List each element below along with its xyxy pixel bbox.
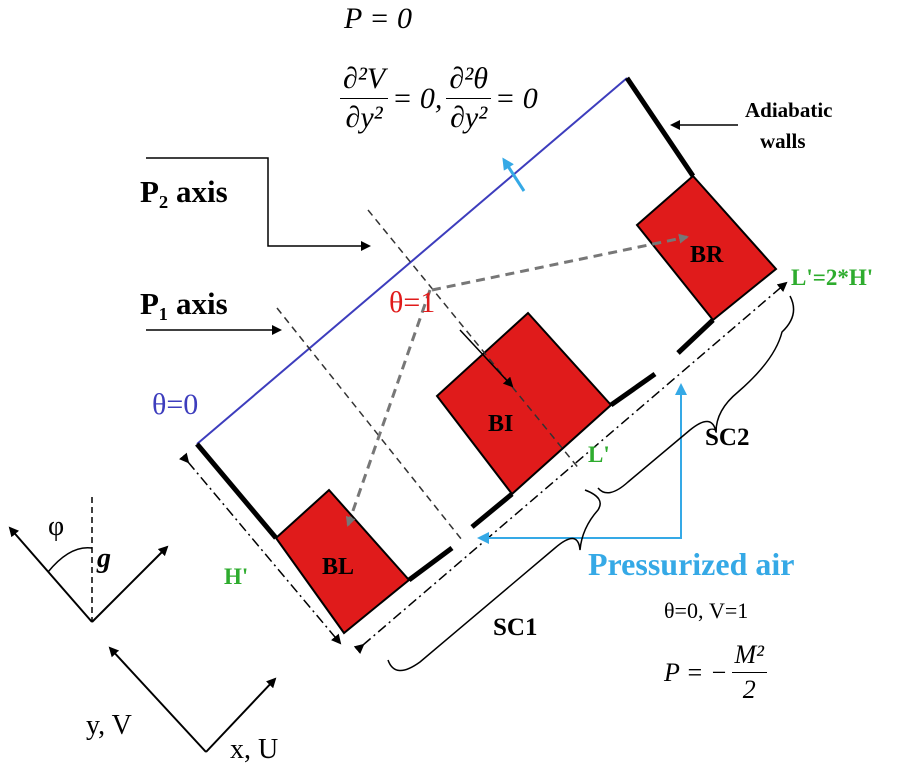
l-prime-label: L' — [588, 442, 610, 467]
theta-hot-label: θ=1 — [389, 286, 436, 319]
dy2-denominator: ∂y² — [345, 101, 383, 134]
frame-axis-left — [8, 526, 93, 623]
x-axis-label: x, U — [230, 734, 279, 765]
pointer-to-br — [431, 233, 689, 292]
gravity-label: g — [97, 543, 111, 574]
sc1-label: SC1 — [493, 614, 538, 641]
theta-cold-label: θ=0 — [152, 388, 199, 421]
p1-axis-label: P₁ axis — [140, 286, 228, 321]
p1-axis-line — [276, 307, 463, 541]
equals-zero: = 0 — [494, 81, 538, 115]
h-prime-label: H' — [224, 564, 249, 589]
y-axis-label: y, V — [86, 710, 132, 741]
sc2-brace — [597, 295, 795, 494]
inlet-fraction: M² 2 — [731, 640, 767, 705]
phi-label: φ — [48, 511, 65, 542]
frame-axis-right — [91, 545, 169, 623]
x-axis-arrow — [205, 677, 277, 753]
block-inner-label: BI — [488, 411, 514, 437]
cold-wall-line — [196, 77, 628, 445]
p2-axis-leader — [146, 157, 371, 251]
d2theta-fraction: ∂²θ ∂y² — [446, 62, 491, 135]
top-pressure-bc: P = 0 — [344, 2, 413, 35]
d2v-numerator: ∂²V — [340, 62, 389, 99]
y-axis-arrow — [108, 646, 207, 753]
block-inner — [435, 311, 613, 496]
inlet-pressure-bc: P = − M² 2 — [664, 640, 767, 705]
walls-label: walls — [760, 129, 806, 153]
p2-axis-label: P₂ axis — [140, 174, 228, 209]
l-prime-double-label: L'=2*H' — [791, 265, 874, 290]
dy2-denominator: ∂y² — [450, 101, 488, 134]
right-adiabatic-wall — [624, 76, 696, 178]
bottom-wall-segment — [676, 318, 715, 355]
adiabatic-label: Adiabatic — [745, 98, 833, 122]
equals-zero: = 0, — [392, 81, 443, 115]
air-inlet-arrow-2 — [667, 383, 687, 539]
sc2-label: SC2 — [705, 424, 750, 451]
left-adiabatic-wall — [195, 442, 278, 540]
block-right-label: BR — [690, 242, 724, 268]
bottom-dimension-line — [353, 281, 788, 655]
top-derivative-bc: ∂²V ∂y² = 0, ∂²θ ∂y² = 0 — [340, 62, 538, 135]
d2v-fraction: ∂²V ∂y² — [340, 62, 389, 135]
d2theta-numerator: ∂²θ — [446, 62, 491, 99]
pressurized-air-label: Pressurized air — [588, 546, 795, 582]
inlet-m2: M² — [731, 640, 767, 673]
pointer-to-bl — [345, 289, 432, 527]
inlet-p-prefix: P = − — [664, 657, 728, 687]
outflow-arrow — [502, 157, 526, 192]
p2-axis-line — [367, 209, 581, 471]
pointer-to-bi — [459, 329, 514, 388]
block-left-label: BL — [322, 554, 355, 580]
phi-angle-arc — [47, 546, 93, 573]
sc1-brace — [387, 489, 601, 672]
inlet-two: 2 — [742, 675, 756, 704]
inlet-bc-label: θ=0, V=1 — [664, 598, 749, 623]
